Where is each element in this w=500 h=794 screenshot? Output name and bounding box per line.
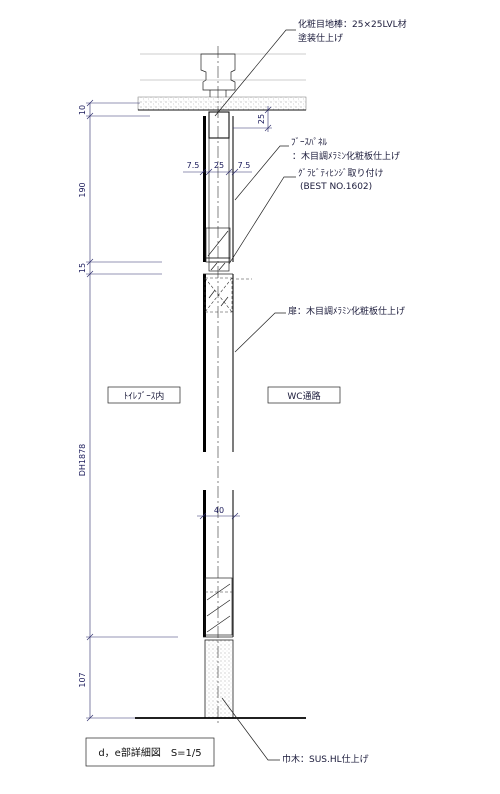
dimension-tick (86, 714, 94, 722)
upper-hinge-cross (204, 277, 233, 313)
leader-joint-bar (214, 29, 296, 117)
dimension-tick (86, 633, 94, 641)
dimension-tick (86, 112, 94, 120)
dimension-tick (86, 258, 94, 266)
door-left-face (203, 274, 206, 452)
lower-hinge-hatch (206, 615, 231, 633)
ceiling-joist-block (200, 53, 236, 91)
lower-hinge-hatch (206, 599, 231, 617)
dim-hinge-gap: 15 (78, 263, 87, 273)
label-baseboard: 巾木：SUS.HL仕上げ (282, 753, 369, 765)
hinge-plate (208, 261, 230, 272)
title-text: d，e部詳細図 S=1/5 (98, 746, 201, 759)
dimension-tick (86, 270, 94, 278)
dimension-tick (225, 168, 233, 176)
baseboard-and-floor (135, 639, 306, 719)
label-booth-panel-finish: ：木目調ﾒﾗﾐﾝ化粧板仕上げ (292, 150, 400, 162)
area-inside-box (107, 386, 181, 404)
panel-bottom-rail-diagonal (207, 230, 229, 257)
leader-booth-panel (234, 145, 289, 201)
area-inside: ﾄｲﾚﾌﾞｰｽ内 (107, 386, 181, 404)
dim-panel-height: 190 (78, 182, 87, 197)
annotations: 化粧目地棒：25×25LVL材 塗装仕上げ ﾌﾞｰｽﾊﾟﾈﾙ ：木目調ﾒﾗﾐﾝ化… (214, 18, 407, 765)
hinge-plate-hatch (210, 262, 218, 271)
dim-total-thickness: 40 (214, 506, 224, 515)
dimension-tick (264, 106, 272, 114)
label-joint-bar: 化粧目地棒：25×25LVL材 (298, 18, 407, 30)
dim-right-face: 7.5 (238, 161, 251, 170)
hinge-gap (208, 261, 230, 272)
label-hinge-model: (BEST NO.1602) (300, 182, 372, 192)
dimension-tick (86, 99, 94, 107)
dimension-tick (231, 512, 239, 520)
label-door: 扉：木目調ﾒﾗﾐﾝ化粧板仕上げ (288, 305, 405, 317)
title-box (85, 737, 215, 767)
leader-baseboard (221, 697, 280, 761)
panel-left-face (203, 116, 206, 262)
area-corridor: WC通路 (267, 386, 341, 404)
dim-left-face: 7.5 (187, 161, 200, 170)
area-inside-label: ﾄｲﾚﾌﾞｰｽ内 (124, 390, 165, 402)
joint-depth-dimension: 25 (233, 106, 272, 132)
upper-hinge-hatch (220, 296, 229, 307)
dimension-tick (231, 168, 239, 176)
dimension-tick (199, 512, 207, 520)
panel-thickness-dimension: 7.5 25 7.5 (183, 161, 252, 176)
left-dimension-chain: 10 190 15 DH1878 107 (78, 99, 178, 722)
baseboard (204, 639, 234, 719)
lower-hinge-hatch (206, 583, 231, 601)
door-lower (203, 490, 234, 638)
drawing-title: d，e部詳細図 S=1/5 (85, 737, 215, 767)
area-corridor-label: WC通路 (287, 390, 320, 402)
ceiling-structure (137, 53, 307, 111)
dim-baseboard-height: 107 (78, 672, 87, 687)
dim-ceiling-gap: 10 (78, 105, 87, 115)
hinge-plate-hatch (218, 262, 226, 271)
door-thickness-dimension: 40 (197, 506, 240, 520)
dimension-tick (264, 124, 272, 132)
lower-hinge-box (204, 577, 233, 636)
dimension-tick (199, 168, 207, 176)
dimension-tick (205, 168, 213, 176)
area-corridor-box (267, 386, 341, 404)
dim-door-height: DH1878 (78, 444, 87, 477)
door-upper (203, 273, 252, 452)
label-booth-panel: ﾌﾞｰｽﾊﾟﾈﾙ (291, 137, 328, 148)
dim-core: 25 (214, 161, 224, 170)
label-hinge: ｸﾞﾗﾋﾞﾃｨﾋﾝｼﾞ取り付け (298, 168, 384, 179)
upper-hinge-box (204, 277, 233, 313)
upper-hinge-hatch (208, 289, 216, 299)
leader-hinge (228, 176, 296, 265)
leader-door (234, 312, 286, 353)
dim-joint-depth: 25 (257, 114, 266, 124)
door-left-face (203, 490, 206, 637)
joint-bar (208, 111, 230, 139)
label-joint-bar-finish: 塗装仕上げ (298, 32, 343, 44)
